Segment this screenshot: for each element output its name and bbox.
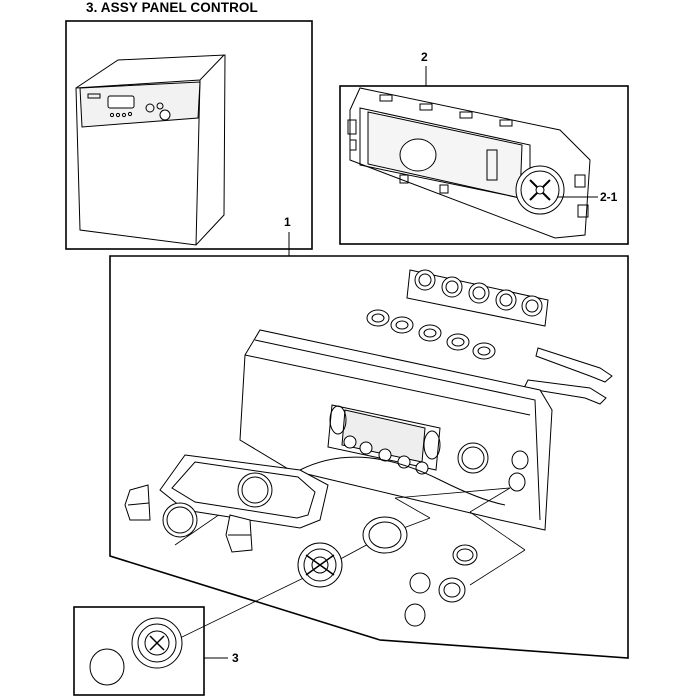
callout-2: 2 bbox=[421, 50, 428, 64]
main-knob bbox=[297, 542, 343, 588]
page-title: 3. ASSY PANEL CONTROL bbox=[86, 0, 258, 15]
washer-overview-panel bbox=[65, 20, 313, 250]
display-frame bbox=[159, 454, 329, 529]
pcb-assembly-panel bbox=[339, 66, 629, 245]
control-panel-body bbox=[239, 329, 553, 531]
callout-1: 1 bbox=[284, 215, 291, 229]
main-assembly-outline bbox=[109, 232, 629, 659]
lever-parts bbox=[523, 347, 613, 405]
callout-3: 3 bbox=[232, 651, 239, 665]
dial-ring bbox=[362, 516, 408, 554]
button-rings bbox=[366, 309, 496, 360]
button-strip bbox=[406, 269, 549, 327]
side-buttons bbox=[124, 484, 253, 553]
lens-ring bbox=[162, 502, 198, 538]
callout-2-1: 2-1 bbox=[600, 190, 618, 204]
knob-assembly-panel bbox=[73, 606, 228, 696]
small-knob-parts bbox=[404, 544, 478, 627]
